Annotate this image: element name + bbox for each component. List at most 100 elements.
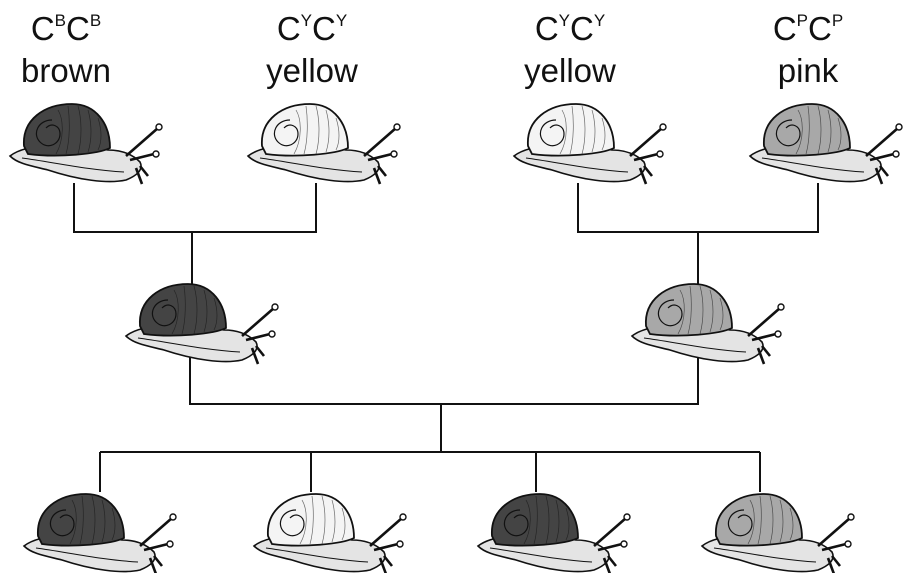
snail-tentacle-2 xyxy=(254,345,266,357)
snail-eye-lower xyxy=(396,540,404,548)
snail-tentacle-1 xyxy=(134,167,144,185)
snail-tentacle-1 xyxy=(874,167,884,185)
snail-eye-upper xyxy=(659,123,667,131)
snail-tentacle-1 xyxy=(638,167,648,185)
snail-stalk-upper xyxy=(139,517,173,547)
snail-shell-ridge xyxy=(757,495,762,545)
offspring-snail-3 xyxy=(476,493,631,573)
snail-shell-ridge xyxy=(837,117,842,151)
snail-shell-ridge xyxy=(789,507,794,541)
snail-shell-ridge xyxy=(87,109,92,153)
snail-tentacle-2 xyxy=(138,165,150,177)
snail-shell-ridge xyxy=(779,499,784,543)
snail-tentacle-2 xyxy=(642,165,654,177)
snail-shell-ridge xyxy=(699,285,704,335)
cross-line-left xyxy=(73,183,317,233)
pedigree-lines xyxy=(73,183,819,492)
snail-shell-ridge xyxy=(677,289,685,335)
phenotype-label-4: pink xyxy=(778,52,839,89)
snail-stalk-lower xyxy=(143,542,169,552)
snail-stalk-lower xyxy=(245,332,271,342)
snail-shell-ridge xyxy=(91,495,96,545)
snail-shell-ridge xyxy=(331,499,336,543)
snail-shell-ridge xyxy=(303,105,308,155)
snail-shell-ridge xyxy=(213,297,218,331)
snail-shell-ridge xyxy=(555,499,560,543)
snail-stalk-upper xyxy=(593,517,627,547)
snail-shell xyxy=(267,493,355,547)
snail-body-line xyxy=(137,337,241,353)
snail-shell-ridge xyxy=(171,289,179,335)
snail-stalk-upper xyxy=(369,517,403,547)
snail-body-line xyxy=(21,157,125,173)
snail-shell-ridge xyxy=(203,289,208,333)
snail-shell-ridge xyxy=(97,117,102,151)
snail-eye-upper xyxy=(169,513,177,521)
snail-tentacle-1 xyxy=(826,557,836,573)
snail-stalk-upper xyxy=(865,127,899,157)
snail-shell-ridge xyxy=(193,285,198,335)
parents-snail-1 xyxy=(124,283,279,365)
snail-shell-ridge xyxy=(709,289,714,333)
snail-shell-ridge xyxy=(523,499,531,545)
cross-line-right xyxy=(577,183,819,233)
snail-tentacle-1 xyxy=(602,557,612,573)
snail-shell-spiral xyxy=(35,119,61,147)
snail-tentacle-2 xyxy=(606,555,618,567)
snail-shell xyxy=(23,103,111,157)
snail-stalk-lower xyxy=(129,152,155,162)
snail-shell xyxy=(645,283,733,337)
snail-tentacle-2 xyxy=(152,555,164,567)
snail-stalk-upper xyxy=(747,307,781,337)
snail-eye-lower xyxy=(166,540,174,548)
snail-stalk-lower xyxy=(597,542,623,552)
snail-shell-ridge xyxy=(533,495,538,545)
snail-shell-spiral xyxy=(279,509,305,537)
cross-line-parents xyxy=(189,352,699,405)
snail-body-line xyxy=(761,157,865,173)
snail-shell-ridge xyxy=(545,495,550,545)
snail-eye-lower xyxy=(390,150,398,158)
snail-body-line xyxy=(643,337,747,353)
snail-shell-ridge xyxy=(325,109,330,153)
snail-shell xyxy=(763,103,851,157)
snail-shell-ridge xyxy=(805,105,810,155)
offspring-snail-4 xyxy=(700,493,855,573)
snail-tentacle-1 xyxy=(372,167,382,185)
snail-body-line xyxy=(35,547,139,563)
snail-shell-ridge xyxy=(569,105,574,155)
snail-stalk-lower xyxy=(751,332,777,342)
genotype-label-2: CYCY xyxy=(277,10,347,47)
snail-shell xyxy=(261,103,349,157)
snail-stalk-upper xyxy=(363,127,397,157)
snail-shell xyxy=(527,103,615,157)
snail-shell-ridge xyxy=(77,105,82,155)
snail-shell xyxy=(37,493,125,547)
snail-tentacle-1 xyxy=(250,347,260,365)
snail-eye-lower xyxy=(152,150,160,158)
snail-shell-ridge xyxy=(55,109,63,155)
snail-shell-ridge xyxy=(601,117,606,151)
snail-shell xyxy=(139,283,227,337)
snail-shell-ridge xyxy=(315,105,320,155)
snail-shell-ridge xyxy=(309,495,314,545)
snail-eye-lower xyxy=(892,150,900,158)
grandparents-snail-2 xyxy=(246,103,401,185)
snail-shell-spiral xyxy=(503,509,529,537)
snail-tentacle-2 xyxy=(830,555,842,567)
snail-shell-spiral xyxy=(273,119,299,147)
phenotype-label-1: brown xyxy=(21,52,111,89)
snail-eye-upper xyxy=(895,123,903,131)
snail-shell xyxy=(715,493,803,547)
snail-shell-ridge xyxy=(335,117,340,151)
snail-body-line xyxy=(265,547,369,563)
snail-shell-spiral xyxy=(49,509,75,537)
snail-eye-lower xyxy=(620,540,628,548)
genotype-label-3: CYCY xyxy=(535,10,605,47)
snail-tentacle-1 xyxy=(378,557,388,573)
snail-eye-upper xyxy=(623,513,631,521)
snail-stalk-lower xyxy=(633,152,659,162)
grandparents-snail-4 xyxy=(748,103,903,185)
snail-shell-spiral xyxy=(727,509,753,537)
